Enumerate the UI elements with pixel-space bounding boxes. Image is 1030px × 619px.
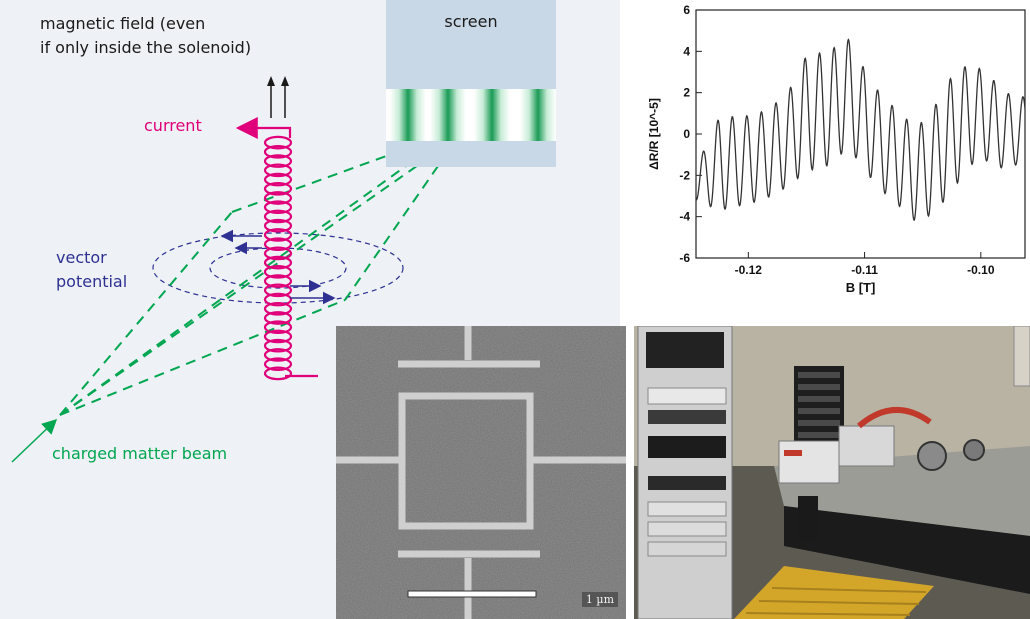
- beam-incoming-arrow: [11, 418, 58, 463]
- coil-loop: [263, 246, 293, 261]
- coil-loop: [263, 191, 293, 205]
- diagram-graphics: [11, 76, 481, 463]
- lab-photo-illustration: [634, 326, 1030, 619]
- vacuum-chamber: [917, 441, 947, 471]
- magnetic-field-label: magnetic field (even if only inside the …: [40, 12, 251, 60]
- rack-instrument-3: [648, 436, 726, 458]
- coil-loop: [263, 348, 293, 362]
- sem-noise: [336, 326, 626, 619]
- vector-potential-inner-ellipse: [209, 247, 347, 289]
- y-tick-label: 4: [683, 44, 690, 58]
- field-arrow-right-head: [281, 76, 289, 86]
- y-tick-label: 2: [683, 86, 690, 100]
- lab-setup-photo: [634, 326, 1030, 619]
- coil-loop: [263, 301, 293, 316]
- coil-loop: [263, 311, 293, 325]
- coil-loop: [263, 274, 293, 288]
- rack-instrument-1: [647, 387, 727, 405]
- scale-bar-label: 1 µm: [581, 592, 618, 607]
- current-label: current: [144, 116, 202, 135]
- beam-path-right-to-screen: [344, 119, 471, 301]
- fringe-3: [474, 89, 510, 141]
- coil-loop: [263, 292, 293, 307]
- coil-loop: [263, 145, 293, 159]
- sem-micrograph: 1 µm: [336, 326, 626, 619]
- vector-potential-label: vector potential: [56, 246, 127, 294]
- vector-potential-label-line1: vector: [56, 248, 107, 267]
- coil-loop: [263, 237, 293, 251]
- coil-loop: [263, 200, 293, 215]
- coil-loop: [263, 338, 293, 353]
- current-arrow: [235, 117, 292, 139]
- y-tick-label: 0: [683, 127, 690, 141]
- floor-bin: [798, 496, 818, 542]
- screen-label: screen: [444, 12, 498, 31]
- coil-loop: [263, 255, 293, 270]
- interference-fringes: [386, 89, 556, 141]
- coil-loop: [263, 283, 293, 298]
- pressure-gauge: [963, 439, 985, 461]
- coil-loop: [263, 135, 293, 150]
- y-tick-label: -6: [679, 251, 690, 265]
- field-arrow-left-head: [267, 76, 275, 86]
- cryostat-body: [838, 425, 895, 467]
- door-frame: [1013, 326, 1030, 387]
- fringe-2: [430, 89, 466, 141]
- coil-loop: [263, 357, 293, 371]
- fringe-1: [390, 89, 426, 141]
- scale-bar: [407, 590, 537, 598]
- coil-loop: [263, 181, 293, 196]
- coil-loop: [263, 218, 293, 233]
- rack-instrument-5: [647, 501, 727, 517]
- ring-structure: [336, 326, 626, 619]
- aharonov-bohm-diagram: magnetic field (even if only inside the …: [0, 0, 620, 619]
- magnetic-field-label-line1: magnetic field (even: [40, 14, 206, 33]
- coil-loop: [263, 172, 293, 187]
- x-tick-label: -0.10: [967, 263, 995, 277]
- coil-loop: [263, 320, 293, 335]
- optical-table-side: [784, 506, 1030, 594]
- electronics-display: [784, 450, 802, 456]
- red-cable: [857, 407, 932, 429]
- coil-loop: [263, 163, 293, 178]
- oscillation-series-line: [695, 38, 1026, 221]
- y-tick-label: 6: [683, 3, 690, 17]
- coil-loop: [263, 209, 293, 224]
- x-axis-label: B [T]: [846, 280, 876, 295]
- coil-loop: [263, 329, 293, 344]
- screen-panel: screen: [386, 0, 556, 167]
- fringe-4: [520, 89, 556, 141]
- rack-instrument-2: [648, 410, 726, 424]
- y-axis-label: ΔR/R [10^-5]: [647, 98, 661, 170]
- x-tick-label: -0.12: [735, 263, 763, 277]
- electronics-box: [778, 440, 840, 484]
- beam-path-upper: [59, 121, 481, 416]
- y-tick-label: -2: [679, 168, 690, 182]
- solenoid-coil: [263, 135, 293, 381]
- instrument-rack: [637, 326, 733, 619]
- beam-path-left: [59, 211, 233, 416]
- coil-loop: [263, 154, 293, 168]
- y-tick-label: -4: [679, 210, 690, 224]
- sem-image: [336, 326, 626, 619]
- x-tick-label: -0.11: [851, 263, 878, 277]
- cabinet-drawers: [798, 372, 840, 438]
- rack-instrument-7: [647, 541, 727, 557]
- rack-empty-slot: [646, 332, 724, 368]
- coil-loop: [263, 265, 293, 279]
- magnetoresistance-plot: -6 -4 -2 0 2 4 6 -0.12 -0.11 -0.10 B [T] ΔR/R [10^-…: [634, 0, 1030, 300]
- beam-path-right: [59, 299, 346, 416]
- beam-path-left-to-screen: [231, 121, 481, 213]
- magnetic-field-label-line2: if only inside the solenoid): [40, 38, 252, 57]
- vector-potential-label-line2: potential: [56, 272, 128, 291]
- coil-loop: [263, 228, 293, 242]
- rack-instrument-4: [648, 476, 726, 490]
- chart-svg: -6 -4 -2 0 2 4 6 -0.12 -0.11 -0.10 B [T] ΔR/R [10^-…: [647, 3, 1026, 295]
- floor-mat: [734, 566, 934, 619]
- charged-matter-beam-label: charged matter beam: [52, 444, 228, 463]
- floor-mat-ridges: [745, 587, 927, 616]
- coil-loop: [263, 366, 293, 381]
- rack-instrument-6: [647, 521, 727, 537]
- plot-frame: [695, 9, 1026, 259]
